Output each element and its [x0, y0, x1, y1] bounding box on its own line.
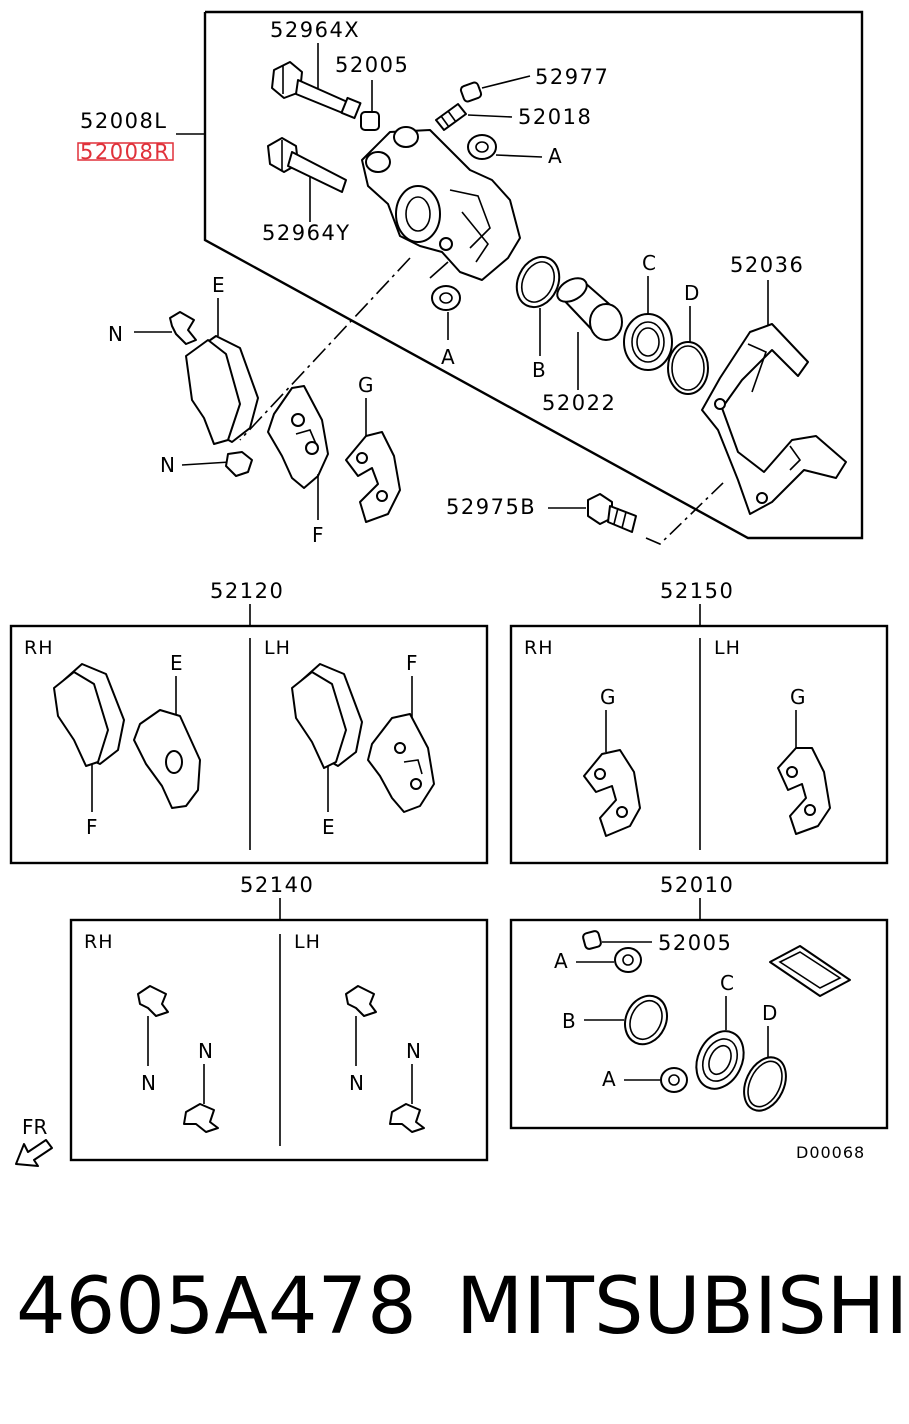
shim-set-box	[509, 624, 889, 865]
pad-lh-f-letter: F	[406, 651, 418, 675]
shim-rh-letter: G	[600, 685, 616, 709]
clip-set-box	[69, 918, 489, 1162]
kit-seal-b[interactable]	[617, 989, 674, 1051]
letter-f-exploded: F	[312, 523, 324, 547]
letter-e-exploded: E	[212, 273, 225, 297]
support-bracket-label: 52036	[730, 253, 804, 277]
kit-boot-52005[interactable]	[582, 930, 602, 950]
letter-n-exploded-bottom: N	[160, 453, 175, 477]
clip-lh-upper-letter: N	[349, 1071, 364, 1095]
kit-dust-boot-c[interactable]	[687, 1024, 752, 1097]
guide-pin-y-label: 52964Y	[262, 221, 351, 245]
pad-lh-e[interactable]	[291, 663, 363, 769]
letter-b-top: B	[532, 358, 546, 382]
pad-clip-upper[interactable]	[169, 311, 197, 345]
pad-clip-lower[interactable]	[225, 451, 253, 477]
pad-set-rh: RH	[24, 637, 54, 659]
clip-set-lh: LH	[294, 931, 321, 953]
letter-a-upper: A	[548, 144, 562, 168]
letter-d-top: D	[684, 281, 699, 305]
parts-diagram: 52008L 52008R 52964X 52005 52977 52018 A	[9, 10, 889, 1167]
letter-a-lower: A	[441, 345, 455, 369]
ring-d[interactable]	[667, 341, 709, 395]
diagram-code: D00068	[796, 1143, 865, 1162]
kit-bushing-a-upper[interactable]	[614, 947, 642, 973]
bleeder-screw[interactable]	[435, 103, 467, 131]
kit-letter-c: C	[720, 971, 734, 995]
front-direction-label: FR	[22, 1115, 48, 1139]
kit-ring-d[interactable]	[736, 1051, 794, 1118]
caliper-body[interactable]	[361, 126, 521, 281]
shim-g[interactable]	[345, 431, 401, 523]
bracket-bolt[interactable]	[587, 493, 637, 533]
guide-pin-lower[interactable]	[267, 137, 347, 193]
brake-pad-f[interactable]	[267, 385, 329, 489]
footer: 4605A478 MITSUBISHI	[16, 1262, 908, 1382]
clip-lh-upper[interactable]	[345, 985, 377, 1017]
guide-pin-x-label: 52964X	[270, 18, 360, 42]
pin-boot[interactable]	[360, 111, 380, 131]
pad-rh-f-letter: F	[86, 815, 98, 839]
pad-rh-f[interactable]	[53, 663, 125, 767]
bushing-a-lower[interactable]	[431, 285, 461, 311]
shim-lh[interactable]	[777, 747, 831, 835]
kit-bushing-a-lower[interactable]	[660, 1067, 688, 1093]
shim-lh-letter: G	[790, 685, 806, 709]
dust-boot-c[interactable]	[623, 313, 673, 371]
caliper-lh-label: 52008L	[80, 109, 168, 133]
clip-lh-lower[interactable]	[389, 1103, 425, 1133]
caliper-rh-highlight	[77, 142, 174, 161]
brake-pad-e[interactable]	[185, 335, 259, 445]
pad-rh-e-letter: E	[170, 651, 183, 675]
kit-boot-label: 52005	[658, 931, 732, 955]
caliper-rh-label[interactable]: 52008R	[80, 140, 170, 164]
shim-set-number: 52150	[660, 579, 734, 603]
pad-set-box	[9, 624, 489, 865]
kit-letter-a-upper: A	[554, 949, 568, 973]
piston-label: 52022	[542, 391, 616, 415]
pad-rh-e[interactable]	[133, 709, 201, 809]
pad-set-lh: LH	[264, 637, 291, 659]
bushing-a-upper[interactable]	[467, 134, 497, 160]
clip-set-rh: RH	[84, 931, 114, 953]
caliper-assembly-frame	[203, 10, 864, 540]
kit-grease-packet[interactable]	[769, 945, 851, 997]
brand-name: MITSUBISHI	[456, 1262, 909, 1352]
guide-pin-upper[interactable]	[271, 61, 362, 120]
pad-lh-e-letter: E	[322, 815, 335, 839]
clip-rh-lower-letter: N	[198, 1039, 213, 1063]
clip-rh-upper[interactable]	[137, 985, 169, 1017]
support-bracket[interactable]	[701, 323, 847, 515]
letter-g-exploded: G	[358, 373, 374, 397]
shim-rh[interactable]	[583, 749, 641, 837]
clip-lh-lower-letter: N	[406, 1039, 421, 1063]
boot-label: 52005	[335, 53, 409, 77]
letter-n-exploded-top: N	[108, 322, 123, 346]
kit-letter-d: D	[762, 1001, 777, 1025]
piston[interactable]	[553, 273, 623, 341]
bleeder-screw-label: 52018	[518, 105, 592, 129]
seal-kit-number: 52010	[660, 873, 734, 897]
bleeder-cap-label: 52977	[535, 65, 609, 89]
bracket-bolt-label: 52975B	[446, 495, 536, 519]
kit-letter-a-lower: A	[602, 1067, 616, 1091]
part-number: 4605A478	[16, 1262, 417, 1352]
seal-kit-box	[509, 918, 889, 1130]
bleeder-cap[interactable]	[459, 81, 483, 103]
clip-rh-upper-letter: N	[141, 1071, 156, 1095]
pad-lh-f[interactable]	[367, 713, 435, 813]
clip-set-number: 52140	[240, 873, 314, 897]
pad-set-number: 52120	[210, 579, 284, 603]
letter-c-top: C	[642, 251, 656, 275]
shim-set-rh: RH	[524, 637, 554, 659]
shim-set-lh: LH	[714, 637, 741, 659]
front-direction-arrow-icon	[15, 1139, 53, 1167]
kit-letter-b: B	[562, 1009, 576, 1033]
clip-rh-lower[interactable]	[183, 1103, 219, 1133]
piston-seal-b[interactable]	[509, 250, 567, 314]
